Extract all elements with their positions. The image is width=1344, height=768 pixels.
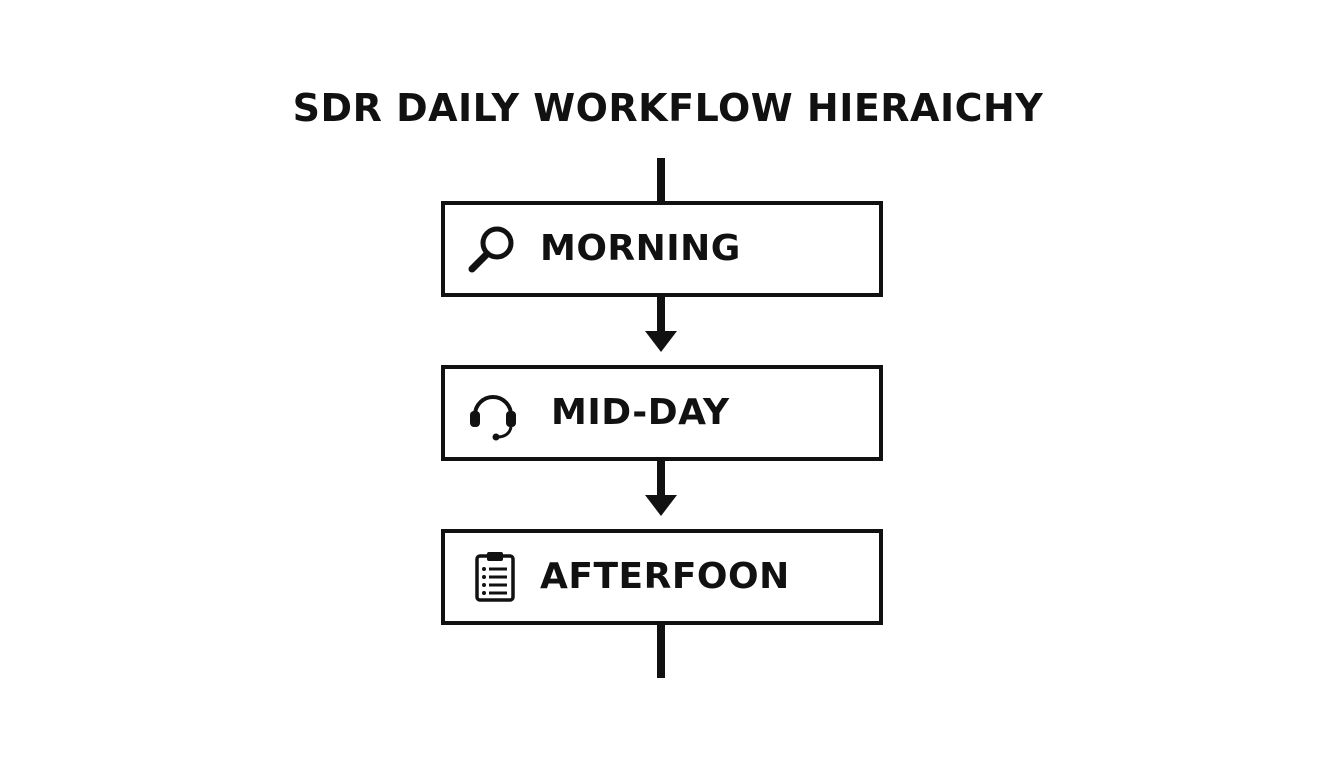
step-label-mid-day: MID-DAY	[551, 392, 730, 433]
arrow-head-1	[645, 331, 677, 352]
arrow-head-2	[645, 495, 677, 516]
clipboard-checklist-icon	[475, 552, 515, 602]
diagram-title: SDR DAILY WORKFLOW HIERAICHY	[292, 86, 1044, 130]
step-label-afternoon: AFTERFOON	[540, 556, 790, 597]
step-box-morning: MORNING	[441, 201, 883, 297]
magnifying-glass-icon	[468, 226, 514, 273]
arrow-shaft-1	[657, 297, 665, 333]
bottom-connector-line	[657, 625, 665, 678]
headset-icon	[470, 395, 516, 441]
step-label-morning: MORNING	[540, 228, 741, 269]
arrow-shaft-2	[657, 461, 665, 497]
step-box-mid-day: MID-DAY	[441, 365, 883, 461]
step-box-afternoon: AFTERFOON	[441, 529, 883, 625]
top-connector-line	[657, 158, 665, 204]
